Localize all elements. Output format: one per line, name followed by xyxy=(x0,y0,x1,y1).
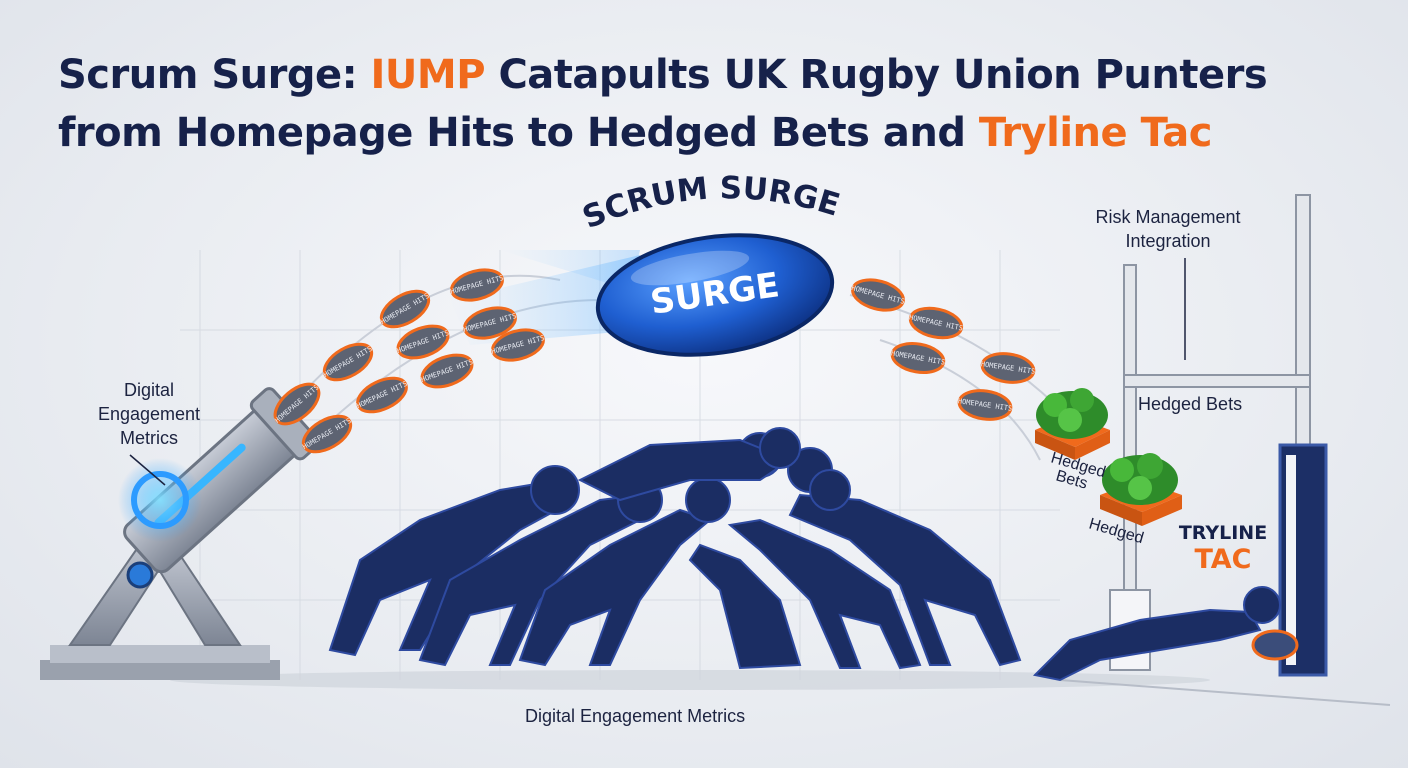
hedged-bets-label: Hedged Bets xyxy=(1138,394,1243,414)
homepage-hits-ball xyxy=(908,306,964,340)
diving-try-player xyxy=(1032,586,1299,682)
digital-engagement-label-left: Digital Engagement Metrics xyxy=(84,378,214,450)
homepage-hits-ball xyxy=(301,414,353,454)
cannon xyxy=(40,387,320,680)
homepage-hits-ball xyxy=(356,376,408,414)
headline-line2-a: from Homepage Hits to Hedged Bets and xyxy=(58,110,979,156)
homepage-hits-ball xyxy=(957,389,1013,421)
homepage-hits-ball xyxy=(420,353,474,389)
scrum-surge-arc-text: SCRUM SURGE xyxy=(578,170,844,236)
homepage-hits-ball xyxy=(379,289,431,329)
homepage-hits-ball xyxy=(273,382,321,426)
bottom-caption: Digital Engagement Metrics xyxy=(525,706,746,726)
homepage-hits-ball xyxy=(980,352,1036,384)
digital-left-line2: Engagement xyxy=(97,404,201,424)
risk-line1: Risk Management xyxy=(1095,207,1241,227)
tryline-line1: TRYLINE xyxy=(1178,522,1268,544)
homepage-hits-balls xyxy=(273,268,1036,454)
homepage-hits-ball xyxy=(890,341,946,375)
homepage-hits-ball xyxy=(491,328,545,362)
headline-line1-highlight: IUMP xyxy=(370,52,486,98)
headline-line1-a: Scrum Surge: xyxy=(58,52,371,98)
tryline-tac-label: TRYLINE TAC xyxy=(1178,522,1268,575)
hedge-cube-upper xyxy=(1035,388,1110,460)
homepage-hits-ball xyxy=(322,342,374,382)
scrum-surge-arc-title: SCRUM SURGE xyxy=(578,170,844,236)
headline-line2-highlight: Tryline Tac xyxy=(978,110,1212,156)
digital-left-line1: Digital xyxy=(123,380,175,400)
homepage-hits-ball xyxy=(450,268,504,302)
risk-line2: Integration xyxy=(1125,231,1211,251)
risk-management-label: Risk Management Integration xyxy=(1068,205,1268,253)
digital-left-line3: Metrics xyxy=(120,428,178,448)
homepage-hits-ball xyxy=(851,278,905,312)
homepage-hits-ball xyxy=(463,306,517,340)
goal-posts xyxy=(1059,194,1391,706)
scrum-players xyxy=(328,427,1022,670)
headline-line1-c: Catapults UK Rugby Union Punters xyxy=(485,52,1268,98)
tryline-line2: TAC xyxy=(1194,544,1252,575)
headline: Scrum Surge: IUMP Catapults UK Rugby Uni… xyxy=(58,46,1358,162)
hedge-cube-lower xyxy=(1100,453,1182,526)
homepage-hits-ball xyxy=(396,324,450,360)
surge-ball: SURGE xyxy=(595,233,835,357)
